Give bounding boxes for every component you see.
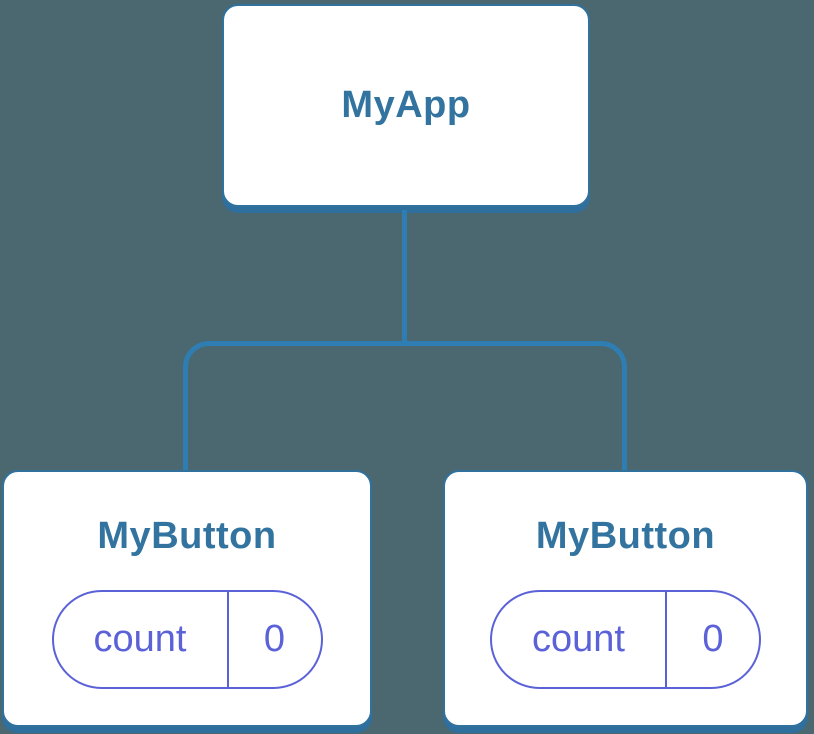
state-value-right: 0 [702,617,724,660]
state-name-left: count [54,591,229,687]
tree-connector-branch [183,341,627,470]
state-value-left: 0 [263,617,286,660]
component-label-myapp: MyApp [341,83,471,126]
state-pill-left: count 0 [51,589,323,689]
state-pill-right: count 0 [490,589,761,689]
component-node-mybutton-left: MyButton count 0 [2,470,372,727]
component-label-mybutton-right: MyButton [535,515,716,557]
component-node-myapp: MyApp [222,4,590,207]
component-node-mybutton-right: MyButton count 0 [443,470,808,727]
component-label-mybutton-left: MyButton [97,515,277,557]
state-name-right: count [492,591,667,687]
tree-connector-trunk [402,210,407,343]
